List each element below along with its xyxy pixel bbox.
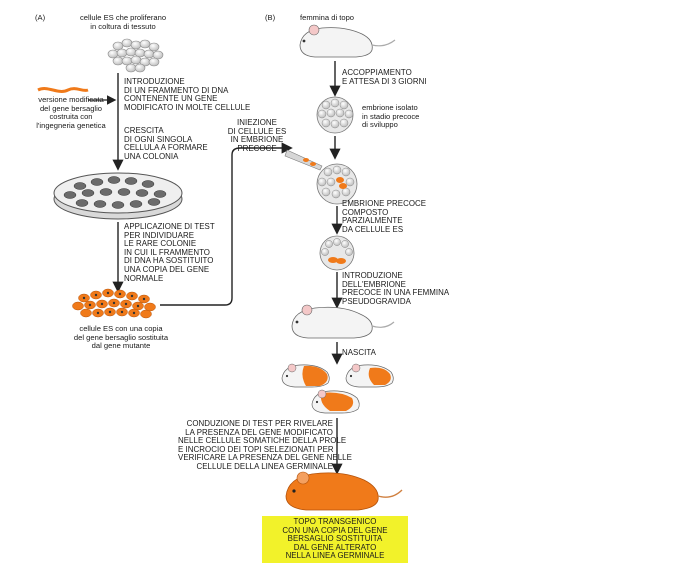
panel-b-letter: (B) (265, 13, 276, 22)
panel-a-letter: (A) (35, 13, 46, 22)
female-mouse-icon (299, 24, 396, 58)
result-label: TOPO TRANSGENICO CON UNA COPIA DEL GENE … (262, 516, 408, 563)
female-mouse-label: femmina di topo (300, 13, 355, 22)
offspring-mouse-3-icon (311, 389, 360, 414)
modified-gene-label: versione modificata del gene bersaglio c… (36, 95, 106, 130)
isolated-embryo-icon (316, 96, 354, 134)
arrow-to-injection (160, 142, 293, 306)
step-implant: INTRODUZIONE DELL'EMBRIONE PRECOCE IN UN… (342, 271, 450, 306)
dna-fragment-icon (37, 87, 89, 93)
pseudopregnant-mouse-icon (291, 304, 395, 339)
offspring-mouse-1-icon (281, 363, 330, 388)
step-test-progeny: CONDUZIONE DI TEST PER RIVELARE LA PRESE… (178, 419, 352, 471)
mutant-es-cells-icon (72, 288, 156, 319)
chimeric-embryo-icon (319, 235, 355, 271)
es-cells-label: cellule ES che proliferano in coltura di… (79, 13, 167, 31)
injection-pipette-icon (284, 149, 323, 171)
step-mating: ACCOPPIAMENTO E ATTESA DI 3 GIORNI (342, 68, 427, 86)
injected-embryo-icon (316, 163, 358, 205)
step-test: APPLICAZIONE DI TEST PER INDIVIDUARE LE … (124, 222, 215, 283)
petri-dish-icon (53, 172, 183, 220)
step-growth: CRESCITA DI OGNI SINGOLA CELLULA A FORMA… (124, 126, 208, 161)
step-introduction: INTRODUZIONE DI UN FRAMMENTO DI DNA CONT… (124, 77, 251, 112)
es-cell-cluster (107, 38, 164, 73)
es-mutant-label: cellule ES con una copia del gene bersag… (73, 324, 169, 351)
step-injection: INIEZIONE DI CELLULE ES IN EMBRIONE PREC… (227, 118, 287, 153)
early-embryo-label: EMBRIONE PRECOCE COMPOSTO PARZIALMENTE D… (342, 199, 427, 234)
transgenic-mouse-icon (285, 471, 403, 511)
isolated-embryo-label: embrione isolato in stadio precoce di sv… (362, 103, 420, 130)
offspring-mouse-2-icon (345, 363, 394, 388)
step-birth: NASCITA (342, 348, 376, 357)
